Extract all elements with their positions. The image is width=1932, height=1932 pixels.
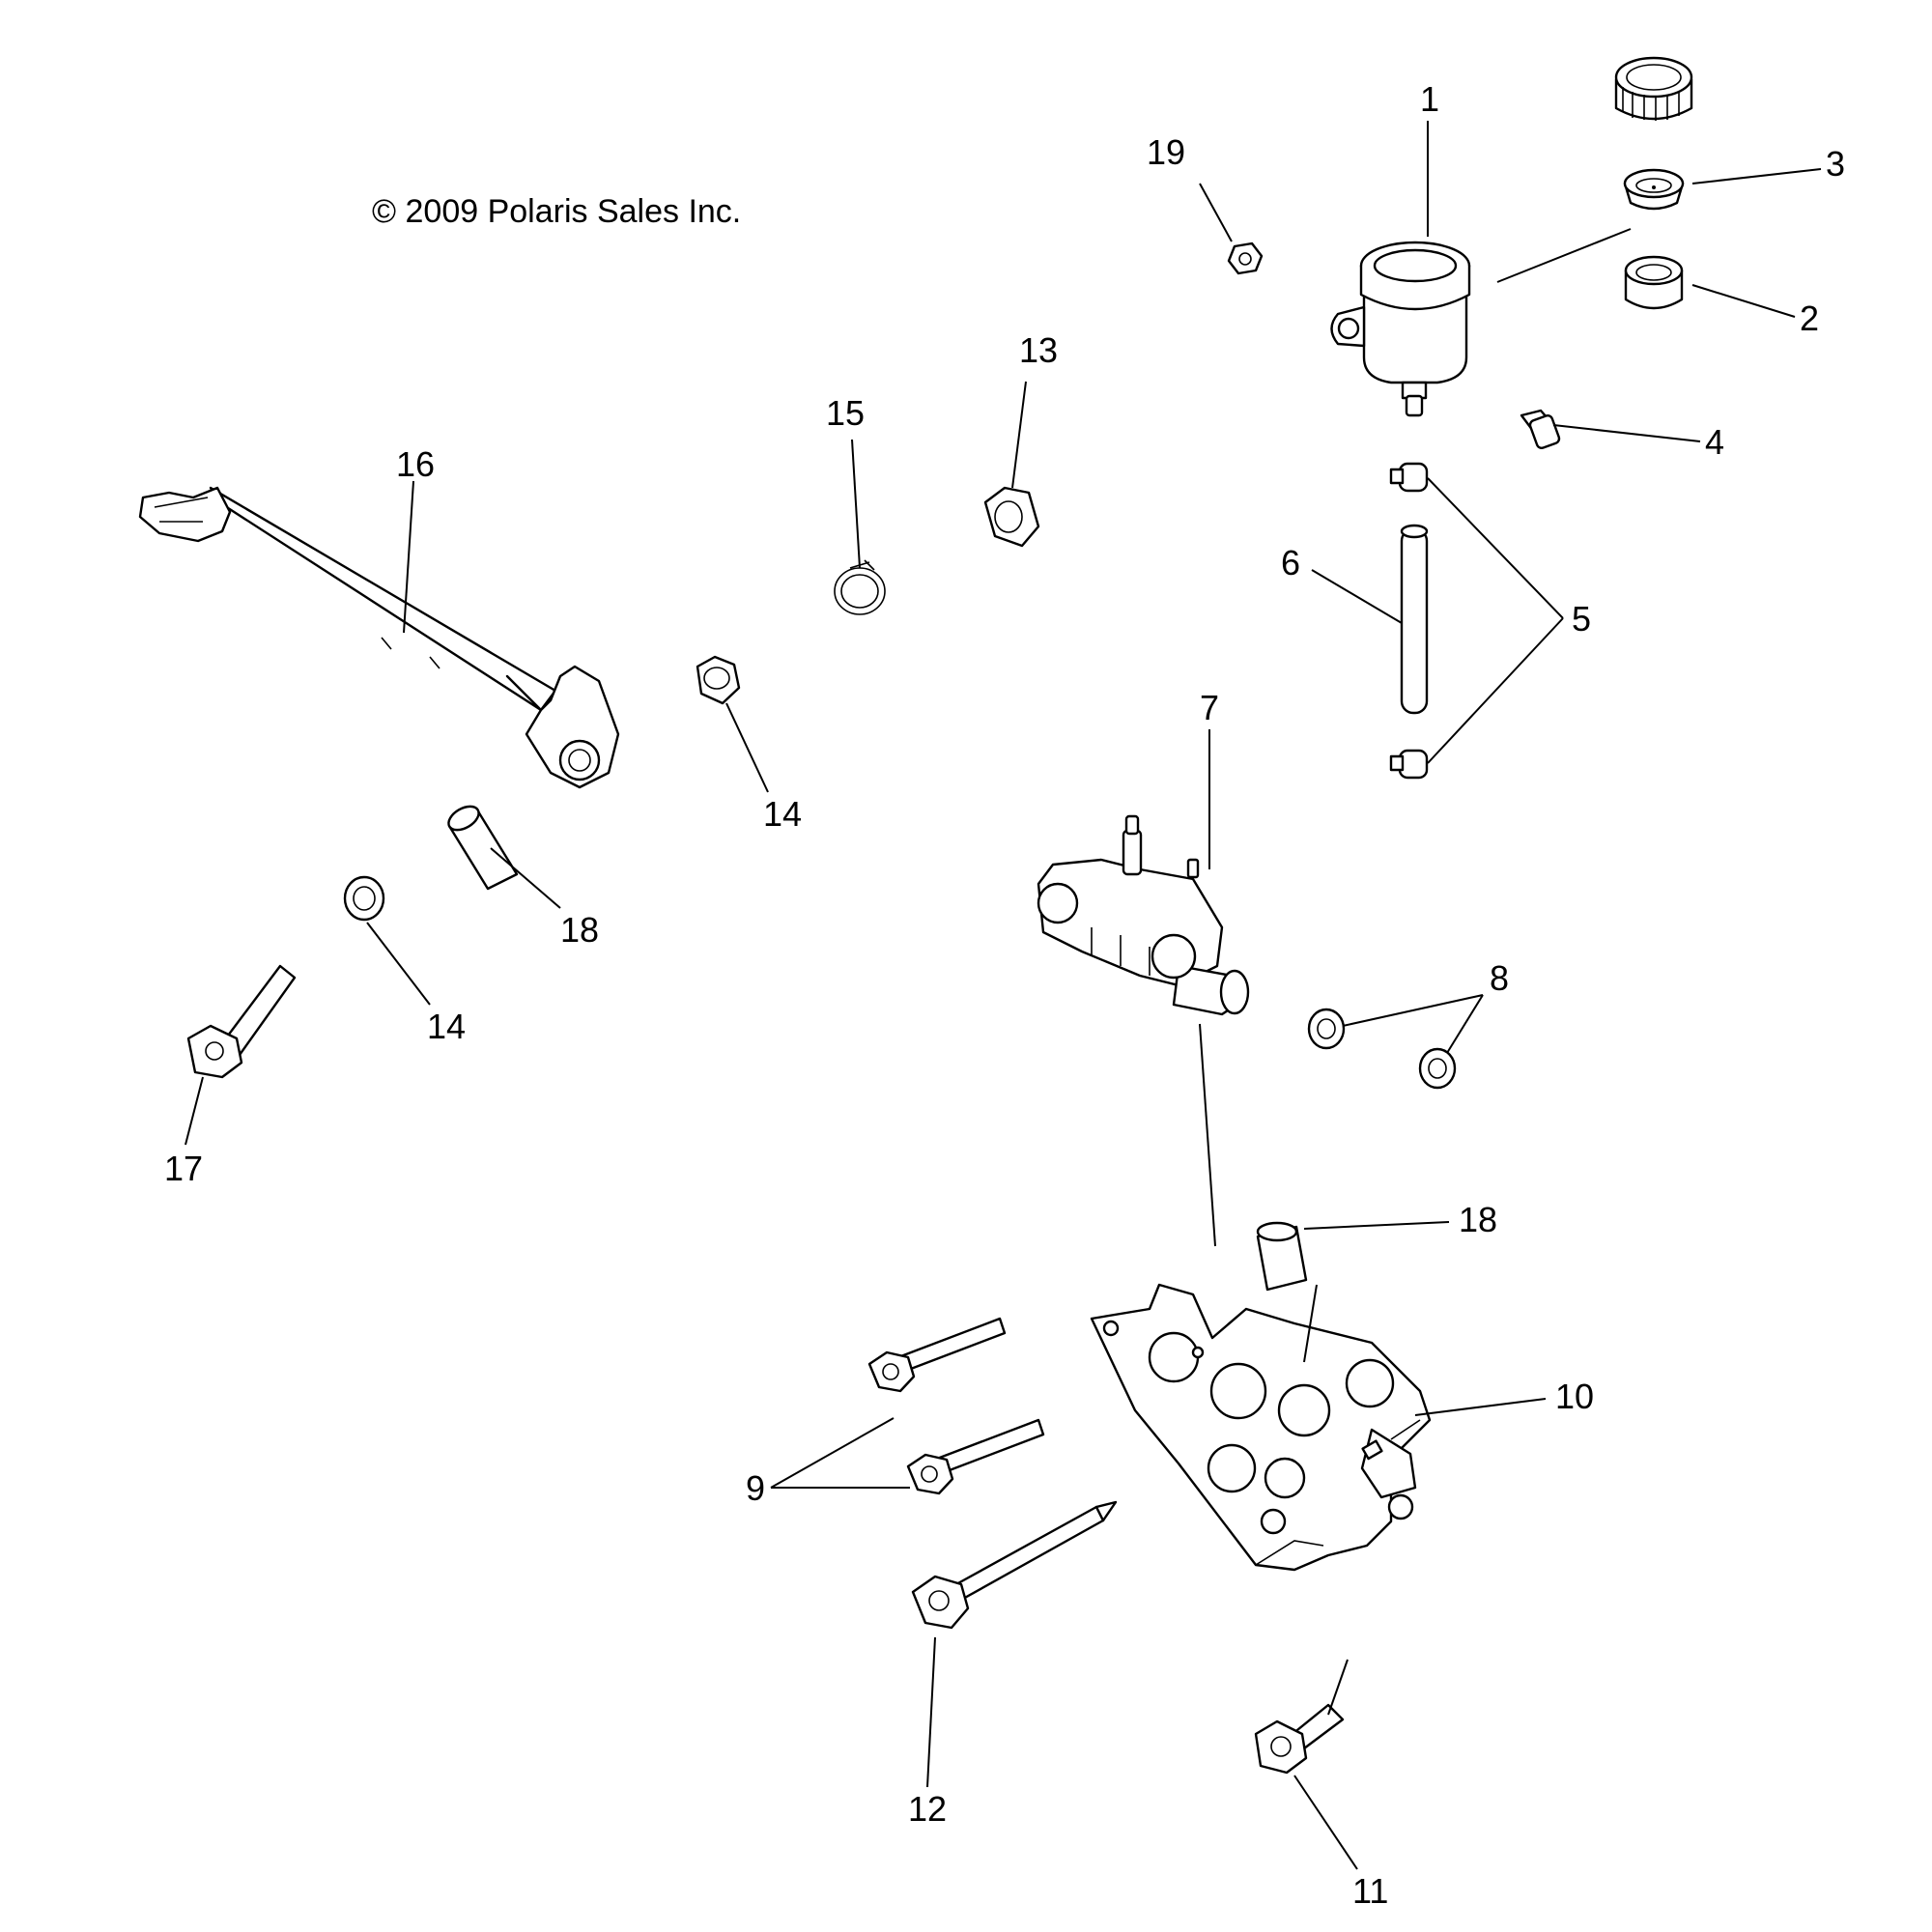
part-5-clamp-top [1389,462,1429,493]
callout-4: 4 [1705,422,1724,462]
callout-18-left: 18 [560,910,599,950]
callout-6: 6 [1281,543,1300,582]
copyright-notice: © 2009 Polaris Sales Inc. [372,193,741,230]
part-5-clamp-bottom [1389,749,1429,780]
part-6-hose [1400,524,1429,715]
part-14-bushing-upper [696,655,741,705]
part-12-long-bolt [911,1500,1118,1630]
callout-3: 3 [1826,144,1845,184]
callout-14-upper: 14 [763,794,802,834]
callout-10: 10 [1555,1377,1594,1416]
part-1-reservoir [1330,241,1471,417]
callout-8: 8 [1490,958,1509,998]
callout-15: 15 [826,393,865,433]
part-9-bolt-b [906,1418,1045,1495]
callout-19: 19 [1147,132,1185,172]
part-8-grommet-b [1418,1047,1457,1090]
callout-9: 9 [746,1468,765,1508]
callout-5: 5 [1572,599,1591,639]
part-17-bolt [186,964,297,1079]
part-15-clip [834,559,886,615]
part-4-screw [1520,409,1561,449]
part-18-spacer-right [1256,1221,1308,1292]
part-7-master-cylinder [1037,814,1250,1016]
callout-7: 7 [1200,688,1219,727]
callout-17: 17 [164,1149,203,1188]
callout-12: 12 [908,1789,947,1829]
part-14-washer-lower [343,875,385,922]
reservoir-cap [1614,56,1693,121]
part-11-bolt [1254,1703,1345,1775]
part-19-nut [1227,242,1264,275]
leader-lines [185,121,1822,1870]
part-10-bracket [1090,1283,1432,1572]
callout-2: 2 [1800,298,1819,338]
part-2-cup [1624,255,1684,310]
callout-18-right: 18 [1459,1200,1497,1239]
part-3-diaphragm [1623,168,1685,211]
callout-14-lower: 14 [427,1007,466,1046]
part-13-bushing [983,486,1040,548]
callout-13: 13 [1019,330,1058,370]
callout-11: 11 [1352,1871,1388,1911]
part-16-shift-rod [138,486,620,789]
callout-16: 16 [396,444,435,484]
callout-labels: 1 2 3 4 5 6 7 8 9 10 11 12 13 14 14 15 1… [164,79,1845,1911]
callout-1: 1 [1420,79,1439,119]
part-8-grommet-a [1307,1008,1346,1050]
part-18-spacer-left [447,805,519,891]
part-9-bolt-a [867,1317,1007,1393]
